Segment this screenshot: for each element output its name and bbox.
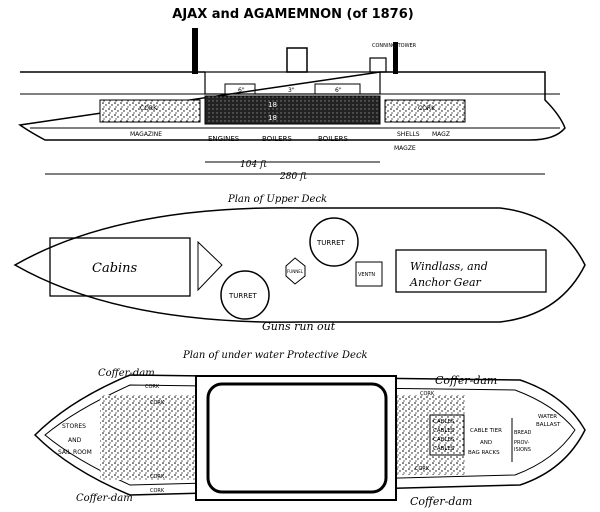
cabins-box xyxy=(49,237,191,297)
engines-label: ENGINES xyxy=(208,135,240,143)
coffer-dam-label-tr: Coffer-dam xyxy=(435,374,497,387)
cork-label: CORK xyxy=(420,391,435,397)
armored-citadel xyxy=(204,95,381,125)
magazine-fore-label: MAGZ xyxy=(432,131,450,138)
sail-room-label: SAIL ROOM xyxy=(58,449,92,456)
guns-run-out-label: Guns run out xyxy=(262,320,336,333)
armor-6-fore: 6" xyxy=(335,87,342,94)
hull-outline xyxy=(18,71,566,141)
cork-belt-aft xyxy=(99,99,201,123)
water-ballast-label-2: BALLAST xyxy=(536,422,561,428)
cork-belt-fore xyxy=(384,99,466,123)
cables-box xyxy=(429,414,465,456)
cables-label: CABLES xyxy=(433,437,455,443)
central-hatch xyxy=(206,382,388,494)
upper-deck-title: Plan of Upper Deck xyxy=(227,194,327,205)
and-label: AND xyxy=(480,440,492,446)
upper-deck-outline xyxy=(13,207,586,323)
mast-aft xyxy=(393,42,398,74)
cork-fill-fore xyxy=(390,395,465,475)
ventilator-plan xyxy=(355,261,383,287)
profile-view: CONNING TOWER 6" 3" 6" CORK CORK 18 18 M… xyxy=(18,28,566,182)
cork-label: CORK xyxy=(150,400,165,406)
cork-label: CORK xyxy=(150,474,165,480)
stores-label: STORES xyxy=(62,423,86,430)
provisions-label: PROV- xyxy=(514,440,529,446)
cork-label-aft: CORK xyxy=(140,105,158,112)
protective-deck-outline xyxy=(33,374,586,496)
armor-18-lower: 18 xyxy=(268,114,277,122)
cables-label: CABLES xyxy=(433,419,455,425)
mast-fore xyxy=(192,28,198,74)
cables-label: CABLES xyxy=(433,428,455,434)
cork-label: CORK xyxy=(415,466,430,472)
ventilator-label: VENTN xyxy=(358,272,375,278)
boilers-label-1: BOILERS xyxy=(262,135,292,143)
armor-3: 3" xyxy=(288,87,295,94)
water-ballast-label: WATER xyxy=(538,414,557,420)
armor-6-aft: 6" xyxy=(238,87,245,94)
stairs-aft xyxy=(197,240,223,292)
armor-18-upper: 18 xyxy=(268,101,277,109)
anchor-gear-label: Anchor Gear xyxy=(409,276,482,289)
cork-fill-aft xyxy=(100,395,200,480)
funnel-profile xyxy=(286,47,308,73)
funnel-label: FUNNEL xyxy=(287,269,304,274)
cork-label-fore: CORK xyxy=(418,105,436,112)
upper-deck-plan: Plan of Upper Deck Cabins TURRET TURRET … xyxy=(13,194,586,333)
protective-deck-title: Plan of under water Protective Deck xyxy=(182,350,368,361)
funnel-plan xyxy=(285,257,306,285)
diagram-title: AJAX and AGAMEMNON (of 1876) xyxy=(172,7,413,22)
boilers-label-2: BOILERS xyxy=(318,135,348,143)
conning-tower-label: CONNING TOWER xyxy=(372,43,417,49)
dim-104-label: 104 ft xyxy=(240,160,267,170)
protective-deck-plan: Plan of under water Protective Deck Coff… xyxy=(33,350,586,508)
cork-label: CORK xyxy=(145,384,160,390)
magazine-lower-label: MAGZE xyxy=(394,145,416,152)
cabins-label: Cabins xyxy=(92,261,138,276)
protective-deck-inner xyxy=(44,384,576,486)
cable-tier-label: CABLE TIER xyxy=(470,428,502,434)
conning-tower xyxy=(369,57,387,73)
windlass-box xyxy=(395,249,547,293)
cork-label: CORK xyxy=(150,488,165,494)
windlass-label: Windlass, and xyxy=(410,260,488,273)
turret-aft xyxy=(220,270,270,320)
stores-and-label: AND xyxy=(68,437,82,444)
turret-aft-label: TURRET xyxy=(228,292,258,300)
coffer-dam-label-br: Coffer-dam xyxy=(410,495,472,508)
coffer-dam-label-tl: Coffer-dam xyxy=(98,368,155,379)
turret-fore xyxy=(309,217,359,267)
bag-racks-label: BAG RACKS xyxy=(468,450,500,456)
shells-label: SHELLS xyxy=(397,131,420,138)
dim-280-label: 280 ft xyxy=(279,172,307,182)
magazine-label: MAGAZINE xyxy=(130,131,162,138)
turret-fore-label: TURRET xyxy=(316,239,346,247)
provisions-label-2: ISIONS xyxy=(514,447,531,453)
bread-label: BREAD xyxy=(514,430,531,436)
cables-label: CABLES xyxy=(433,446,455,452)
coffer-dam-label-bl: Coffer-dam xyxy=(76,493,133,504)
